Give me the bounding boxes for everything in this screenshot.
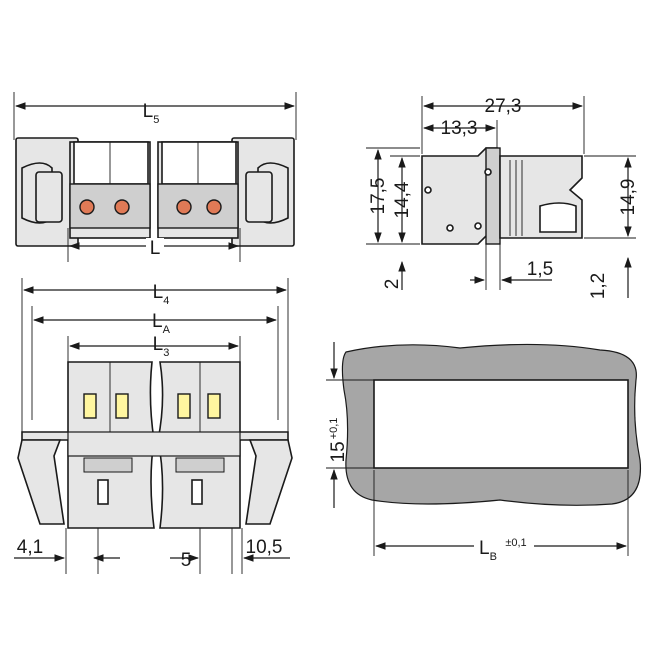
dimension-l4-label: L4 (153, 282, 170, 307)
dimension-la-label: LA (152, 311, 171, 336)
dimension-15-label: 15+0,1 (328, 418, 349, 463)
side-view-flange (485, 147, 501, 245)
contact-1 (79, 199, 95, 215)
dimension-4-1-label: 4,1 (17, 537, 43, 558)
dimension-14-9-label: 14,9 (618, 179, 639, 216)
contact-4 (206, 199, 222, 215)
dimension-13-3-label: 13,3 (441, 118, 478, 139)
dimension-l3-label: L3 (153, 334, 170, 359)
front-view-latch-left (17, 439, 65, 525)
dimension-27-3-label: 27,3 (485, 96, 522, 117)
contact-window-2 (115, 393, 129, 419)
dimension-lb-label: LB (479, 538, 497, 563)
dimension-lb-tolerance: ±0,1 (505, 537, 526, 549)
contact-3 (176, 199, 192, 215)
dimension-14-4-label: 14,4 (392, 181, 413, 218)
top-view: L5 L (13, 92, 297, 262)
dimension-1-5-label: 1,5 (527, 259, 553, 280)
dimension-l5-label: L5 (143, 101, 160, 126)
side-view: 27,3 13,3 17,5 14,4 14,9 2 1,5 1,2 (366, 96, 639, 299)
contact-window-1 (83, 393, 97, 419)
dimension-1-2-label: 1,2 (588, 273, 609, 299)
dimension-l-label: L (150, 238, 161, 259)
dimension-17-5-label: 17,5 (368, 178, 389, 215)
dimension-10-5-label: 10,5 (246, 537, 283, 558)
contact-2 (114, 199, 130, 215)
dimension-5-label: 5 (181, 550, 192, 571)
cutout-opening (373, 379, 629, 469)
front-view: L4 LA L3 4,1 5 10,5 (14, 278, 293, 574)
contact-window-3 (177, 393, 191, 419)
top-view-housing-right (157, 137, 295, 247)
panel-cutout-view: 15+0,1 LB ±0,1 (326, 342, 642, 563)
dimension-2-label: 2 (382, 279, 403, 290)
front-view-latch-right (245, 439, 293, 525)
top-view-housing-left (15, 137, 151, 247)
contact-window-4 (207, 393, 221, 419)
